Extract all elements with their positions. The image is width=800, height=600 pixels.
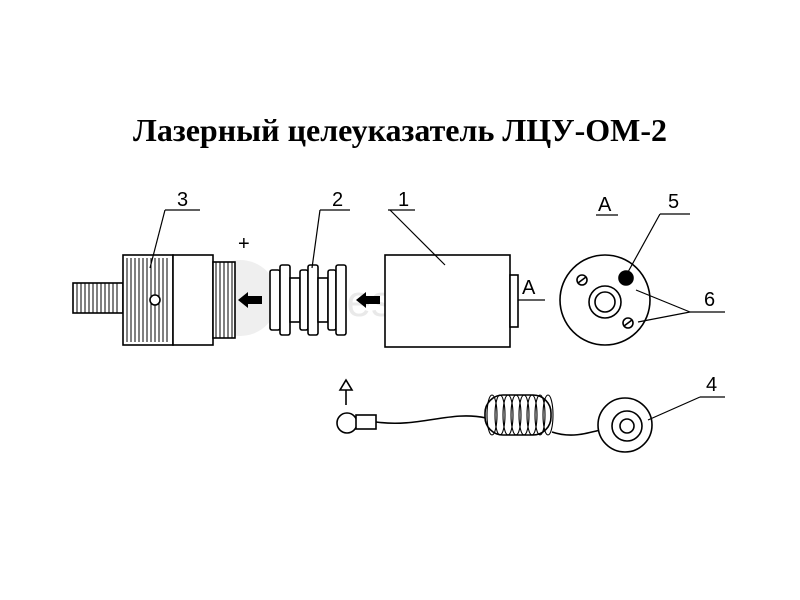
housing-thread — [215, 262, 233, 338]
assembly-arrow-left — [238, 292, 262, 308]
polarity-plus: + — [238, 233, 250, 255]
diagram-title: Лазерный целеуказатель ЛЦУ-ОМ-2 — [133, 112, 667, 148]
label-part-4: 4 — [706, 374, 717, 396]
label-view-a-side: А — [522, 277, 536, 299]
leader-lines — [149, 209, 725, 421]
label-part-3: 3 — [177, 189, 188, 211]
part-2-batteries — [269, 264, 347, 336]
part-1-laser-body — [384, 254, 519, 348]
cable-coil — [486, 394, 554, 436]
label-view-a-top: А — [598, 194, 612, 216]
label-part-1: 1 — [398, 189, 409, 211]
label-part-5: 5 — [668, 191, 679, 213]
housing-knurl-large — [126, 258, 168, 342]
view-a-end — [559, 254, 651, 346]
part-4-cable — [336, 378, 653, 453]
label-part-2: 2 — [332, 189, 343, 211]
part-3-housing — [72, 254, 236, 346]
housing-screw-hole — [149, 294, 161, 306]
laser-aperture-dot — [618, 270, 634, 286]
label-part-6: 6 — [704, 289, 715, 311]
housing-knurl-small — [76, 283, 118, 313]
assembly-arrow-right — [356, 292, 380, 308]
